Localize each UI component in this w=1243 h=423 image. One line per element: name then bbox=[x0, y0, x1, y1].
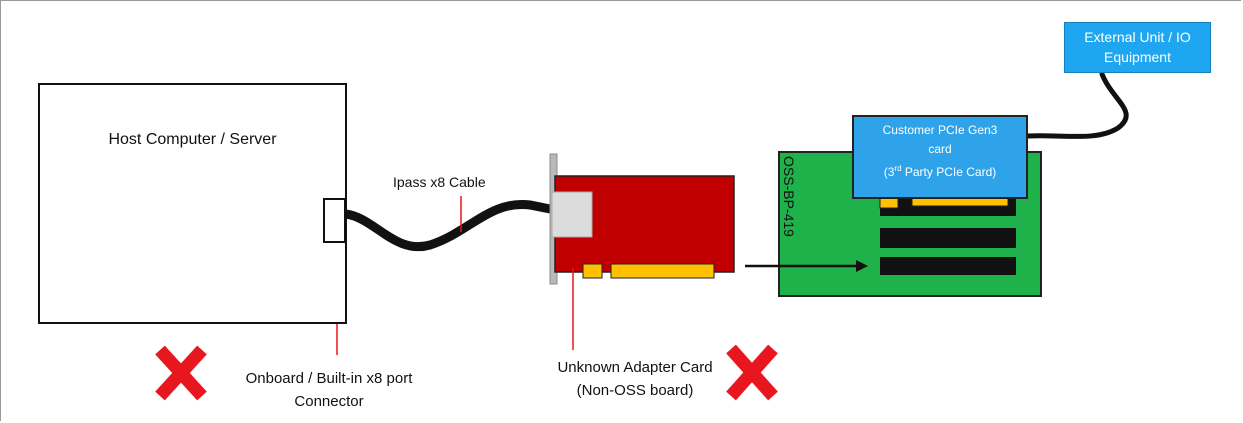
external-unit: External Unit / IO Equipment bbox=[1064, 22, 1211, 73]
red-x-icon bbox=[726, 344, 778, 401]
customer-card-line3: (3rd Party PCIe Card) bbox=[854, 159, 1026, 182]
onboard-port-label-line1: Onboard / Built-in x8 port bbox=[245, 370, 413, 387]
customer-pcie-card: Customer PCIe Gen3 card (3rd Party PCIe … bbox=[852, 115, 1028, 199]
external-cable bbox=[1025, 71, 1129, 139]
customer-card-line2: card bbox=[928, 142, 952, 156]
adapter-connector-main bbox=[610, 263, 715, 279]
external-unit-line2: Equipment bbox=[1104, 49, 1171, 65]
adapter-label-line2: (Non-OSS board) bbox=[576, 382, 694, 399]
host-computer: Host Computer / Server bbox=[38, 83, 347, 324]
right-arrow-icon bbox=[745, 260, 868, 272]
backplane-slot-3 bbox=[880, 257, 1016, 275]
adapter-port bbox=[551, 191, 593, 238]
customer-card-line1: Customer PCIe Gen3 bbox=[882, 123, 998, 137]
adapter-label: Unknown Adapter Card (Non-OSS board) bbox=[535, 356, 735, 402]
customer-card-line3-pre: (3 bbox=[883, 165, 895, 179]
backplane-slot-2 bbox=[880, 228, 1016, 248]
customer-card-line3-sup: rd bbox=[894, 164, 902, 173]
adapter-connector-small bbox=[582, 263, 603, 279]
cable-label: Ipass x8 Cable bbox=[393, 174, 486, 190]
red-x-icon bbox=[155, 345, 207, 401]
host-label: Host Computer / Server bbox=[108, 131, 277, 148]
onboard-port-label: Onboard / Built-in x8 port Connector bbox=[214, 367, 444, 413]
adapter-label-line1: Unknown Adapter Card bbox=[557, 359, 713, 376]
ipass-cable bbox=[341, 200, 560, 252]
backplane-label: OSS-BP-419 bbox=[781, 156, 797, 237]
customer-card-line3-post: Party PCIe Card) bbox=[901, 165, 997, 179]
onboard-port-label-line2: Connector bbox=[294, 393, 364, 410]
onboard-port bbox=[323, 198, 346, 243]
external-unit-line1: External Unit / IO bbox=[1084, 29, 1191, 45]
